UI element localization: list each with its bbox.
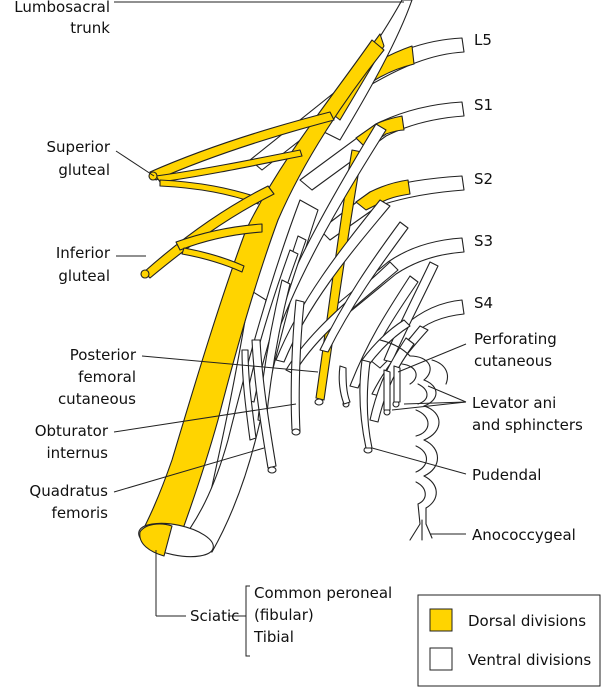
label-superior-gluteal-1: Superior — [47, 138, 111, 156]
legend-label-ventral: Ventral divisions — [468, 651, 591, 669]
label-levator-1: Levator ani — [472, 394, 556, 412]
label-common-peroneal: Common peroneal — [254, 584, 392, 602]
legend-swatch-ventral — [430, 648, 452, 670]
nerve-illustration — [136, 0, 464, 563]
label-superior-gluteal-2: gluteal — [58, 161, 110, 179]
label-s3: S3 — [474, 232, 493, 250]
label-s4: S4 — [474, 294, 493, 312]
legend-swatch-dorsal — [430, 609, 452, 631]
label-posterior-femoral-2: femoral — [78, 368, 136, 386]
label-posterior-femoral-1: Posterior — [70, 346, 137, 364]
label-lumbosacral-2: trunk — [70, 19, 110, 37]
label-quadratus-1: Quadratus — [29, 482, 108, 500]
label-quadratus-2: femoris — [52, 504, 109, 522]
label-l5: L5 — [474, 31, 492, 49]
label-inferior-gluteal-1: Inferior — [56, 244, 111, 262]
posterior-femoral-cut — [315, 399, 323, 405]
inferior-gluteal-cut — [141, 270, 149, 278]
legend-label-dorsal: Dorsal divisions — [468, 612, 586, 630]
label-fibular: (fibular) — [254, 606, 314, 624]
label-pudendal: Pudendal — [472, 466, 541, 484]
label-s2: S2 — [474, 170, 493, 188]
label-obturator-1: Obturator — [35, 422, 109, 440]
label-obturator-2: internus — [46, 444, 108, 462]
label-posterior-femoral-3: cutaneous — [58, 390, 136, 408]
label-lumbosacral-1: Lumbosacral — [14, 0, 110, 16]
label-inferior-gluteal-2: gluteal — [58, 267, 110, 285]
label-levator-2: and sphincters — [472, 416, 583, 434]
legend: Dorsal divisions Ventral divisions — [418, 595, 600, 686]
label-perforating-1: Perforating — [474, 330, 557, 348]
label-s1: S1 — [474, 96, 493, 114]
label-tibial: Tibial — [253, 628, 294, 646]
label-anococcygeal: Anococcygeal — [472, 526, 576, 544]
label-sciatic: Sciatic — [190, 607, 239, 625]
label-perforating-2: cutaneous — [474, 352, 552, 370]
